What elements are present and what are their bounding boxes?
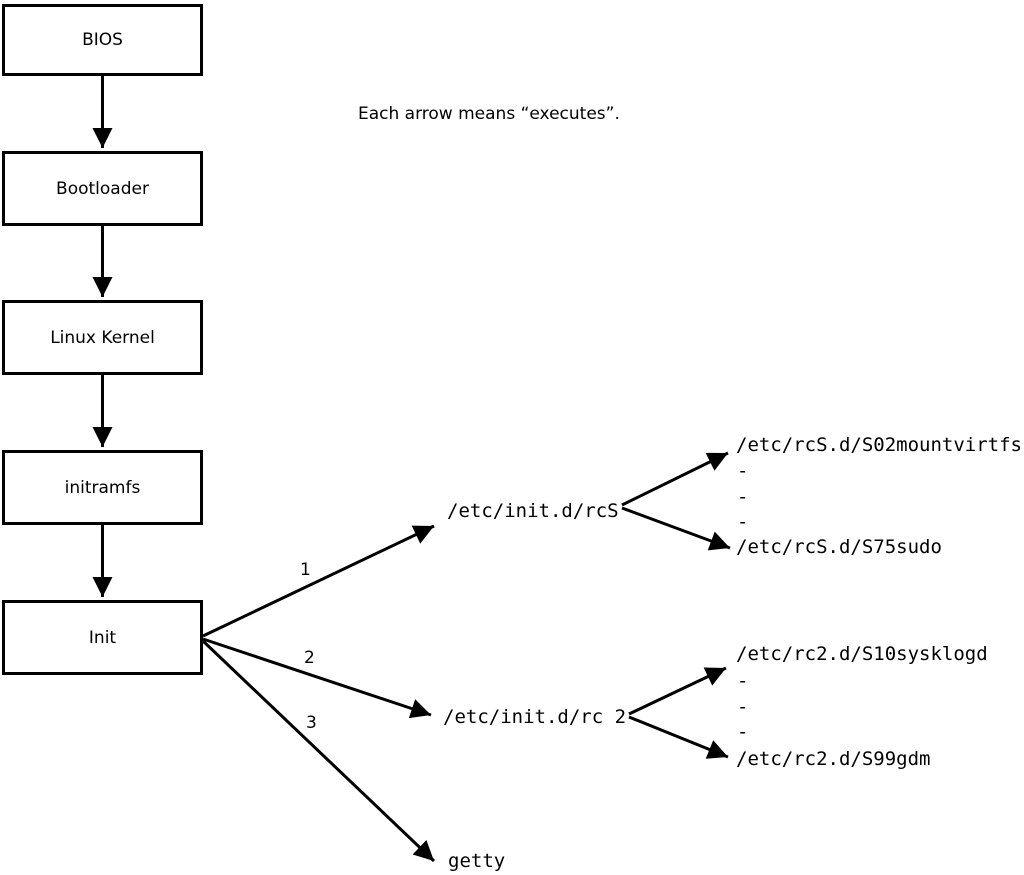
arrow-init-to-rc2 — [202, 637, 432, 719]
arrow-rc2-to-s99gdm — [628, 715, 729, 759]
script-item-s75sudo: /etc/rcS.d/S75sudo — [736, 536, 942, 558]
branch-3-number: 3 — [306, 713, 317, 733]
box-init: Init — [2, 600, 203, 675]
box-bootloader-label: Bootloader — [56, 178, 149, 199]
script-placeholder-dash: - — [737, 696, 749, 718]
box-initramfs: initramfs — [2, 450, 203, 525]
box-bios: BIOS — [2, 4, 203, 76]
box-initramfs-label: initramfs — [64, 477, 141, 498]
script-item-s10sysklogd: /etc/rc2.d/S10sysklogd — [736, 643, 988, 665]
caption: Each arrow means “executes”. — [358, 104, 620, 124]
arrow-init-to-rcS — [202, 524, 435, 638]
branch-1-number: 1 — [300, 560, 311, 580]
arrow-rcS-to-s02mountvirtfs — [621, 451, 729, 507]
box-linux-kernel-label: Linux Kernel — [50, 327, 155, 348]
arrow-rcS-to-s75sudo — [621, 506, 731, 551]
script-placeholder-dash: - — [737, 670, 749, 692]
script-placeholder-dash: - — [737, 721, 749, 743]
node-etc-init-d-rc2: /etc/init.d/rc 2 — [443, 706, 627, 728]
script-placeholder-dash: - — [737, 511, 749, 533]
branch-2-number: 2 — [304, 648, 315, 668]
box-bios-label: BIOS — [82, 30, 123, 50]
script-placeholder-dash: - — [737, 486, 749, 508]
box-linux-kernel: Linux Kernel — [2, 300, 203, 375]
box-init-label: Init — [88, 627, 117, 648]
arrow-init-to-getty — [201, 639, 436, 863]
script-item-s99gdm: /etc/rc2.d/S99gdm — [736, 748, 931, 770]
box-bootloader: Bootloader — [2, 151, 203, 226]
arrow-rc2-to-s10sysklogd — [628, 666, 727, 716]
node-getty: getty — [448, 850, 506, 872]
script-item-s02mountvirtfs: /etc/rcS.d/S02mountvirtfs — [736, 434, 1022, 456]
script-placeholder-dash: - — [737, 460, 749, 482]
node-etc-init-d-rcS: /etc/init.d/rcS — [447, 500, 619, 522]
